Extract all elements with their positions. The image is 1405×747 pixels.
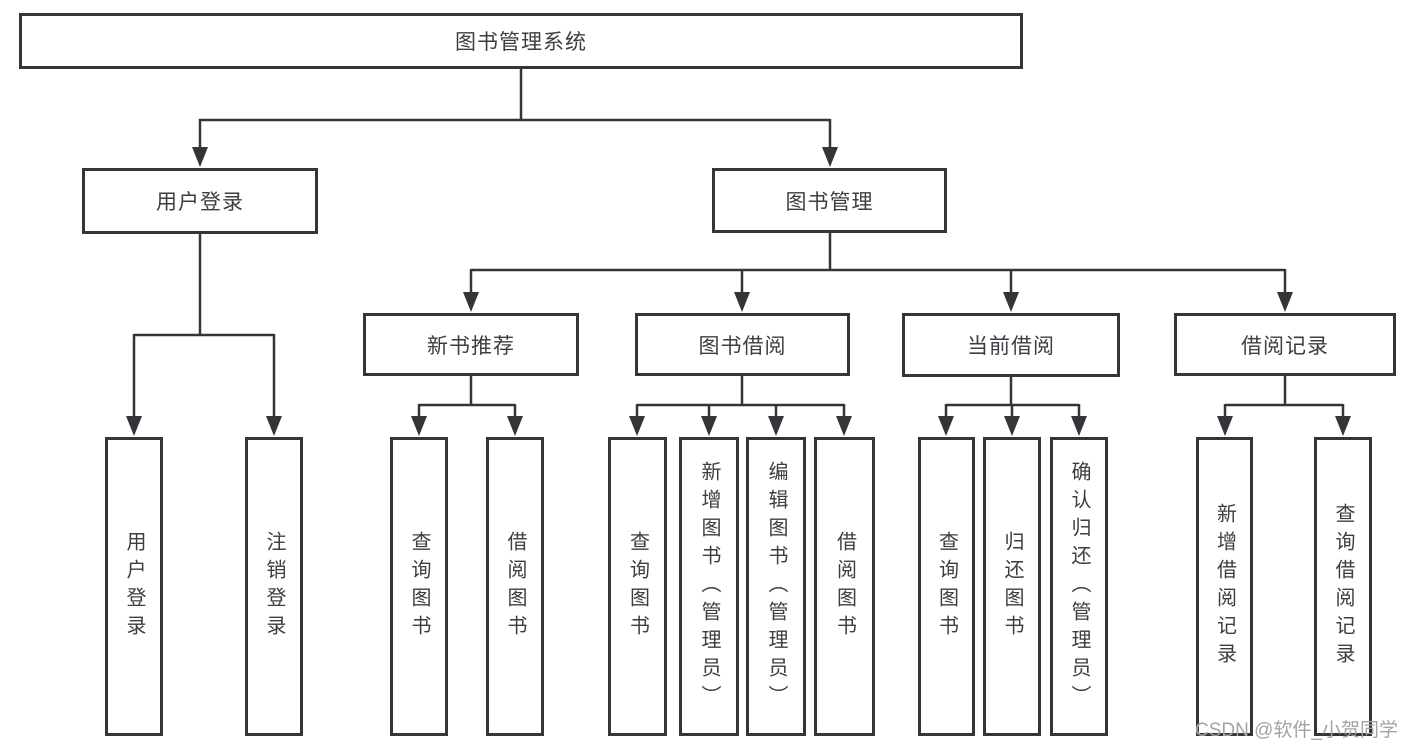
leaf-borrow-books-recommend: 借阅图书 [486, 437, 544, 736]
leaf-confirm-return-admin: 确认归还（管理员） [1050, 437, 1108, 736]
node-label: 确认归还（管理员） [1068, 460, 1090, 713]
node-label: 借阅图书 [504, 530, 526, 643]
leaf-return-books: 归还图书 [983, 437, 1041, 736]
node-label: 图书借阅 [698, 334, 787, 358]
edges-book-management-to-level3 [463, 233, 1293, 312]
node-label: 借阅记录 [1241, 334, 1329, 358]
node-label: 图书管理 [785, 190, 874, 214]
leaf-query-books-borrowing: 查询图书 [608, 437, 667, 736]
csdn-watermark: CSDN @软件_小贺同学 [1195, 720, 1398, 741]
node-label: 用户登录 [156, 191, 244, 214]
leaf-query-books-current: 查询图书 [918, 437, 975, 736]
leaf-user-login: 用户登录 [105, 437, 163, 736]
leaf-edit-book-admin: 编辑图书（管理员） [746, 437, 806, 736]
node-label: 查询图书 [935, 530, 958, 643]
edges-user-login-to-leaves [126, 234, 282, 436]
node-label: 新书推荐 [427, 334, 515, 358]
leaf-borrow-books: 借阅图书 [814, 437, 875, 736]
node-label: 查询借阅记录 [1332, 502, 1354, 671]
leaf-add-borrow-record: 新增借阅记录 [1196, 437, 1253, 736]
node-user-login: 用户登录 [82, 168, 318, 234]
edges-borrowing-records-to-leaves [1217, 376, 1351, 436]
node-book-borrowing: 图书借阅 [635, 313, 850, 376]
edges-root-to-level2 [192, 69, 838, 167]
node-new-book-recommendation: 新书推荐 [363, 313, 579, 376]
node-label: 新增借阅记录 [1213, 502, 1236, 671]
leaf-logout: 注销登录 [245, 437, 303, 736]
edges-new-book-to-leaves [411, 376, 523, 436]
node-borrowing-records: 借阅记录 [1174, 313, 1396, 376]
leaf-add-book-admin: 新增图书（管理员） [679, 437, 739, 736]
node-label: 查询图书 [408, 530, 430, 643]
node-label: 归还图书 [1001, 530, 1023, 643]
node-label: 查询图书 [626, 530, 649, 643]
node-current-borrowing: 当前借阅 [902, 313, 1120, 377]
node-label: 用户登录 [123, 530, 145, 643]
node-library-management-system: 图书管理系统 [19, 13, 1023, 69]
node-label: 编辑图书（管理员） [765, 460, 787, 713]
edges-current-borrowing-to-leaves [938, 376, 1087, 436]
node-label: 图书管理系统 [455, 31, 587, 54]
leaf-query-borrow-record: 查询借阅记录 [1314, 437, 1372, 736]
node-book-management: 图书管理 [712, 168, 947, 233]
node-label: 注销登录 [263, 530, 285, 643]
leaf-query-books-recommend: 查询图书 [390, 437, 448, 736]
edges-book-borrowing-to-leaves [629, 376, 852, 436]
node-label: 当前借阅 [967, 335, 1055, 358]
node-label: 借阅图书 [833, 530, 856, 643]
node-label: 新增图书（管理员） [698, 460, 720, 713]
